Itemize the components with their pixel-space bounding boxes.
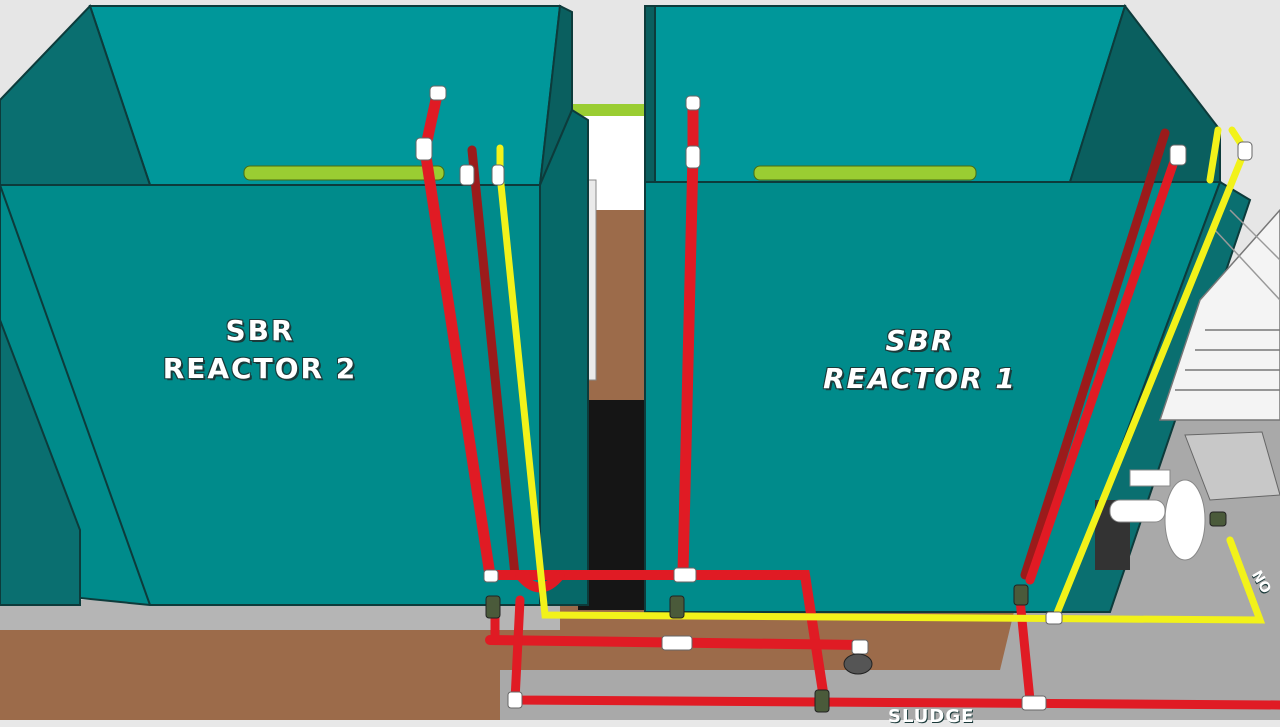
reactor-2-label: SBR REACTOR 2 <box>140 312 380 388</box>
reactor-1-label-line2: REACTOR 1 <box>823 362 1017 395</box>
reactor2-edge <box>0 184 151 606</box>
left-tank-side <box>0 319 81 606</box>
reactor1-inner-left <box>644 5 656 183</box>
reactor-1-label-line1: SBR <box>885 324 955 357</box>
back-wall-green-strip <box>560 104 650 116</box>
staircase <box>1158 208 1280 421</box>
reactor2-side-wall <box>539 108 589 606</box>
pipe-fittings <box>415 85 1253 711</box>
valves <box>485 511 1227 713</box>
sludge-label: SLUDGE <box>888 706 975 727</box>
reactor2-air-header <box>243 165 445 181</box>
blower-unit <box>1095 469 1206 570</box>
reactor2-inner-back <box>88 5 562 186</box>
reactor1-inner-back <box>654 5 1127 183</box>
reactor-1-label: SBR REACTOR 1 <box>800 322 1040 398</box>
reactor-2-label-line2: REACTOR 2 <box>162 352 358 385</box>
manhole-cover <box>1184 431 1280 501</box>
reactor-2-label-line1: SBR <box>225 314 295 347</box>
reactor1-air-header <box>753 165 977 181</box>
floor-slab <box>0 600 560 630</box>
drain-outlet <box>843 653 873 675</box>
